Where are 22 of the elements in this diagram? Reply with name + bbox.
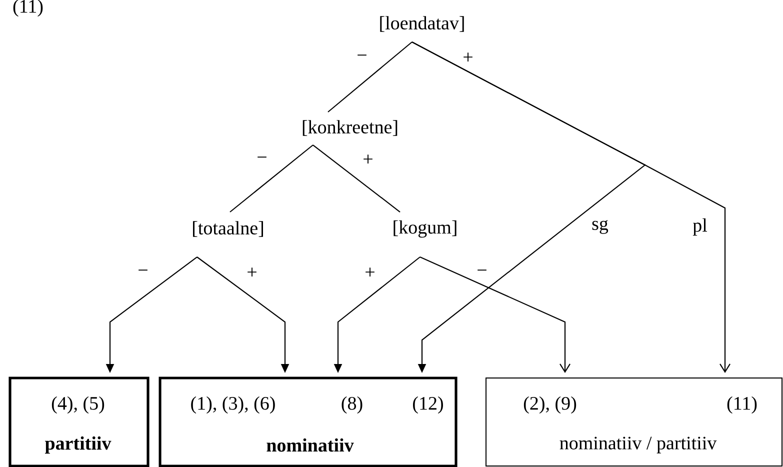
edge-label: + [364, 154, 372, 164]
tree-branch [328, 42, 412, 112]
edge-label: + [248, 268, 256, 276]
edge-label: pl [692, 218, 707, 236]
tree-branch [412, 42, 730, 373]
tree-branch [420, 256, 570, 373]
case-box: (2), (9) (11) nominatiiv / partitiiv [486, 378, 782, 466]
case-box: (1), (3), (6) (8) (12) nominatiiv [158, 376, 458, 467]
case-box: (4), (5) partitiiv [8, 376, 150, 467]
feature-label: [loendatav] [380, 16, 464, 32]
feature-label: [kogum] [394, 220, 456, 238]
edge-label: sg [592, 220, 608, 234]
feature-label: [konkreetne] [302, 120, 398, 136]
edge-label: + [366, 268, 374, 276]
edge-label: − [138, 270, 148, 271]
feature-label: [totaalne] [193, 221, 263, 237]
tree-branch [230, 144, 314, 212]
edge-label: − [258, 156, 266, 158]
label: + [464, 52, 472, 62]
edge-label: − [358, 54, 366, 56]
edge-label: − [478, 270, 486, 271]
tree-branch [312, 144, 400, 212]
